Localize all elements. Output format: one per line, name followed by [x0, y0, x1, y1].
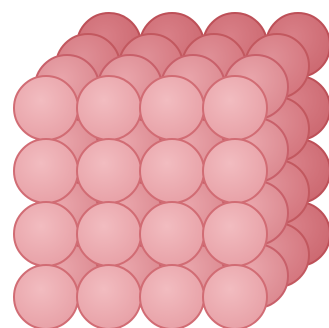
- sphere: [14, 139, 78, 203]
- sphere: [14, 202, 78, 266]
- sphere: [77, 202, 141, 266]
- sphere: [140, 76, 204, 140]
- sphere: [140, 139, 204, 203]
- sphere: [203, 139, 267, 203]
- sphere: [14, 265, 78, 328]
- sphere: [77, 265, 141, 328]
- sphere: [203, 76, 267, 140]
- sphere: [14, 76, 78, 140]
- sphere: [140, 202, 204, 266]
- sphere: [77, 76, 141, 140]
- sphere: [203, 265, 267, 328]
- sphere: [77, 139, 141, 203]
- sphere: [140, 265, 204, 328]
- sphere: [203, 202, 267, 266]
